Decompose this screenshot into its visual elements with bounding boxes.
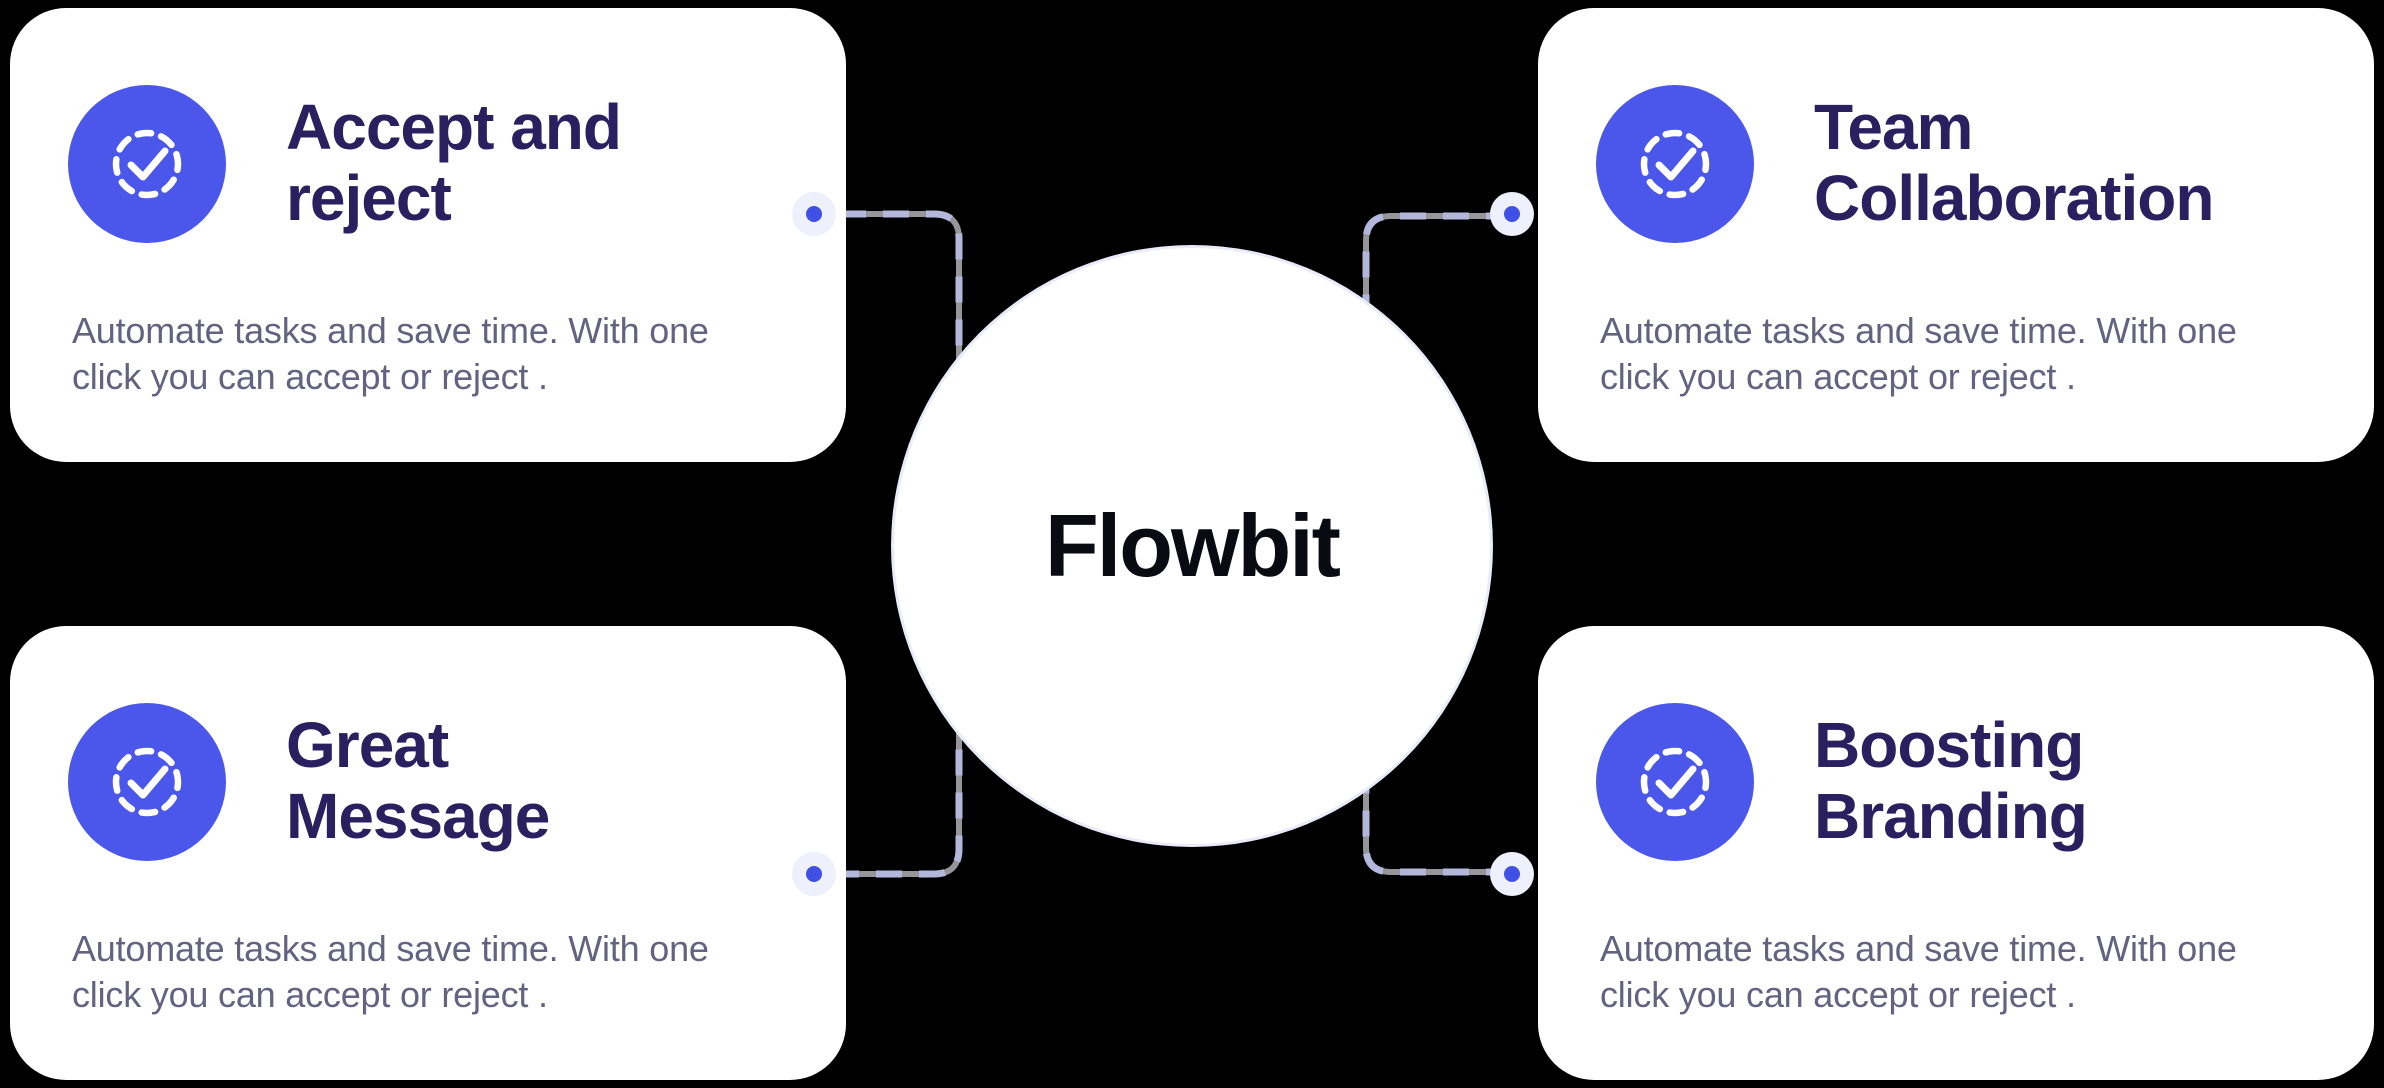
card-title-line: reject — [286, 162, 452, 234]
connector-dot-core — [806, 866, 822, 882]
feature-card-great-message: Great Message Automate tasks and save ti… — [10, 626, 846, 1080]
brand-label: Flowbit — [1045, 496, 1341, 595]
connector-dot — [1490, 852, 1534, 896]
right-connector-line — [1362, 212, 1512, 876]
check-badge-icon — [1596, 703, 1754, 861]
card-title-line: Team — [1814, 91, 1973, 163]
card-description: Automate tasks and save time. With one c… — [1600, 926, 2237, 1018]
card-description: Automate tasks and save time. With one c… — [72, 308, 709, 400]
connector-dot — [792, 852, 836, 896]
card-description: Automate tasks and save time. With one c… — [72, 926, 709, 1018]
check-badge-icon — [68, 85, 226, 243]
card-description-line: click you can accept or reject . — [1600, 974, 2076, 1015]
card-description-line: Automate tasks and save time. With one — [72, 310, 709, 351]
card-title-line: Collaboration — [1814, 162, 2214, 234]
card-description-line: Automate tasks and save time. With one — [1600, 310, 2237, 351]
card-description-line: click you can accept or reject . — [72, 356, 548, 397]
card-title-line: Boosting — [1814, 709, 2084, 781]
card-title-line: Message — [286, 780, 550, 852]
check-badge-icon — [1596, 85, 1754, 243]
feature-card-boosting-branding: Boosting Branding Automate tasks and sav… — [1538, 626, 2374, 1080]
card-title: Team Collaboration — [1814, 91, 2214, 234]
card-title-line: Branding — [1814, 780, 2088, 852]
feature-card-team-collaboration: Team Collaboration Automate tasks and sa… — [1538, 8, 2374, 462]
feature-card-accept-reject: Accept and reject Automate tasks and sav… — [10, 8, 846, 462]
card-title-line: Accept and — [286, 91, 622, 163]
card-title: Great Message — [286, 709, 550, 852]
center-node: Flowbit — [894, 248, 1490, 844]
connector-dot — [792, 192, 836, 236]
connector-dot — [1490, 192, 1534, 236]
check-badge-icon — [68, 703, 226, 861]
connector-dot-core — [1504, 866, 1520, 882]
card-title: Boosting Branding — [1814, 709, 2088, 852]
card-description-line: Automate tasks and save time. With one — [72, 928, 709, 969]
card-description-line: Automate tasks and save time. With one — [1600, 928, 2237, 969]
connector-dot-core — [806, 206, 822, 222]
card-title-line: Great — [286, 709, 449, 781]
card-title: Accept and reject — [286, 91, 622, 234]
connector-dot-core — [1504, 206, 1520, 222]
card-description-line: click you can accept or reject . — [72, 974, 548, 1015]
card-description-line: click you can accept or reject . — [1600, 356, 2076, 397]
card-description: Automate tasks and save time. With one c… — [1600, 308, 2237, 400]
